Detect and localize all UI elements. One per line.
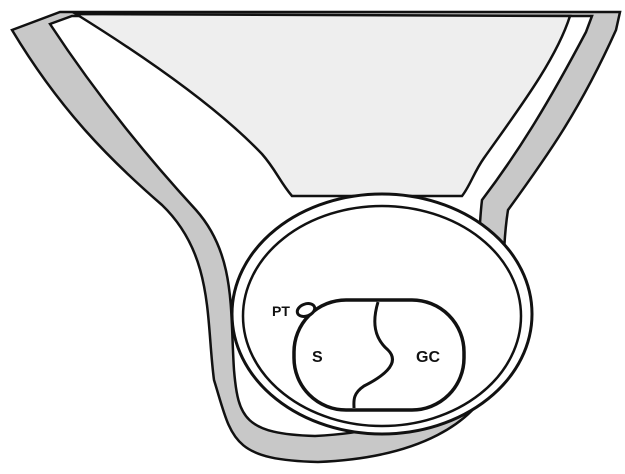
label-pt: PT (272, 303, 290, 319)
label-s: S (312, 349, 323, 366)
label-gc: GC (416, 349, 440, 366)
